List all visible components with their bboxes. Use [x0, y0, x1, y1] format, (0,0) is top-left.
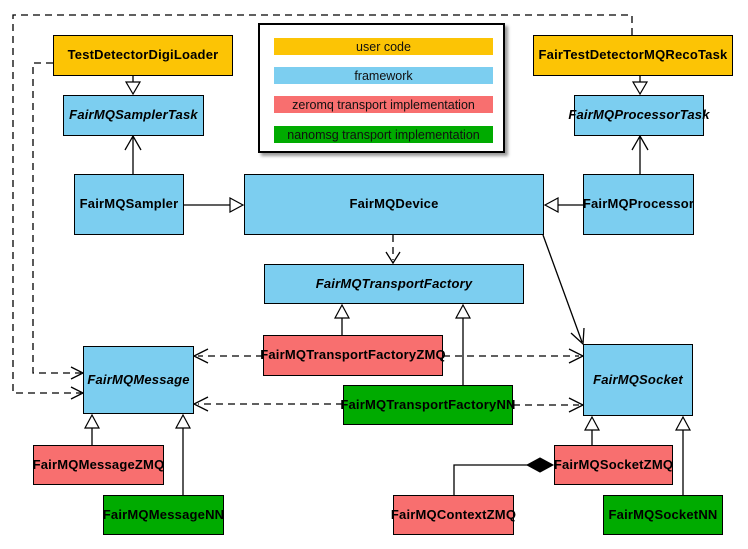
edge-sampler-samplertask	[124, 134, 142, 174]
node-fairtestdetectormqrecotask: FairTestDetectorMQRecoTask	[533, 35, 733, 76]
node-fairmqtransportfactorynn: FairMQTransportFactoryNN	[340, 385, 515, 425]
node-fairmqmessagenn: FairMQMessageNN	[103, 495, 224, 535]
node-fairmqprocessor: FairMQProcessor	[583, 174, 694, 235]
edge-device-socket	[542, 234, 585, 346]
legend-item-framework: framework	[274, 67, 493, 84]
edge-socketzmq-contextzmq	[453, 457, 555, 495]
node-fairmqmessagezmq: FairMQMessageZMQ	[33, 445, 164, 485]
node-fairmqmessage: FairMQMessage	[83, 346, 194, 414]
edge-digiloader-samplertask	[124, 76, 142, 96]
node-fairmqcontextzmq: FairMQContextZMQ	[391, 495, 516, 535]
node-fairmqdevice: FairMQDevice	[244, 174, 544, 235]
node-fairmqsamplertask: FairMQSamplerTask	[63, 95, 204, 136]
node-fairmqsocketnn: FairMQSocketNN	[603, 495, 723, 535]
edge-factorynn-socket	[513, 397, 585, 413]
edge-sampler-device	[184, 196, 245, 214]
legend-box: user code framework zeromq transport imp…	[258, 23, 505, 153]
legend-item-zeromq: zeromq transport implementation	[274, 96, 493, 113]
edge-factoryzmq-socket	[443, 348, 585, 364]
node-fairmqtransportfactoryzmq: FairMQTransportFactoryZMQ	[260, 335, 446, 376]
legend-item-nanomsg: nanomsg transport implementation	[274, 126, 493, 143]
edge-socketnn-socket	[674, 415, 692, 495]
edge-messagezmq-message	[83, 413, 101, 445]
edge-factoryzmq-factory	[333, 303, 351, 335]
legend-item-user-code: user code	[274, 38, 493, 55]
edge-device-transportfactory	[385, 235, 401, 265]
edge-factoryzmq-message	[192, 348, 263, 364]
node-fairmqprocessortask: FairMQProcessorTask	[568, 95, 709, 136]
edge-processor-processortask	[631, 134, 649, 174]
edge-processor-device	[543, 196, 583, 214]
node-fairmqsocketzmq: FairMQSocketZMQ	[554, 445, 673, 485]
edge-messagenn-message	[174, 413, 192, 495]
edge-recotask-processortask	[631, 76, 649, 96]
node-fairmqsampler: FairMQSampler	[74, 174, 184, 235]
node-testdetectordigiloader: TestDetectorDigiLoader	[53, 35, 233, 76]
edge-factorynn-factory	[454, 303, 472, 385]
edge-factorynn-message	[192, 396, 343, 412]
node-fairmqtransportfactory: FairMQTransportFactory	[264, 264, 524, 304]
node-fairmqsocket: FairMQSocket	[583, 344, 693, 416]
edge-socketzmq-socket	[583, 415, 601, 445]
